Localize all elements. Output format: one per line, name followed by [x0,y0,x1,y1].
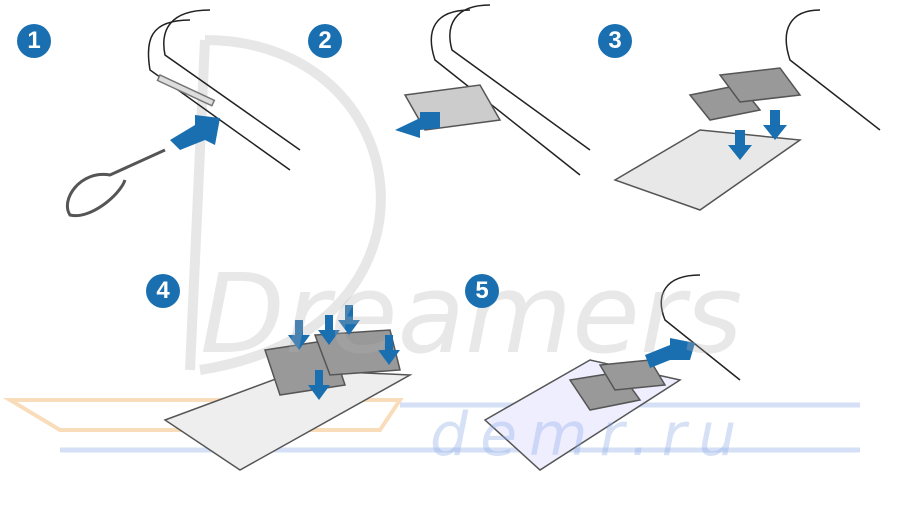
step-badge-1: 1 [17,24,51,58]
watermark-subtitle: demr.ru [430,400,749,470]
step-badge-3: 3 [598,24,632,58]
step-badge-5: 5 [465,274,499,308]
step-badge-4: 4 [146,274,180,308]
step-2-illustration [395,4,591,176]
step-1-illustration [65,9,301,218]
step-4-illustration [163,305,413,471]
step-5-illustration [483,274,741,471]
step-3-illustration [613,9,881,211]
step-badge-2: 2 [308,24,342,58]
watermark-title: Dreamers [200,250,743,378]
